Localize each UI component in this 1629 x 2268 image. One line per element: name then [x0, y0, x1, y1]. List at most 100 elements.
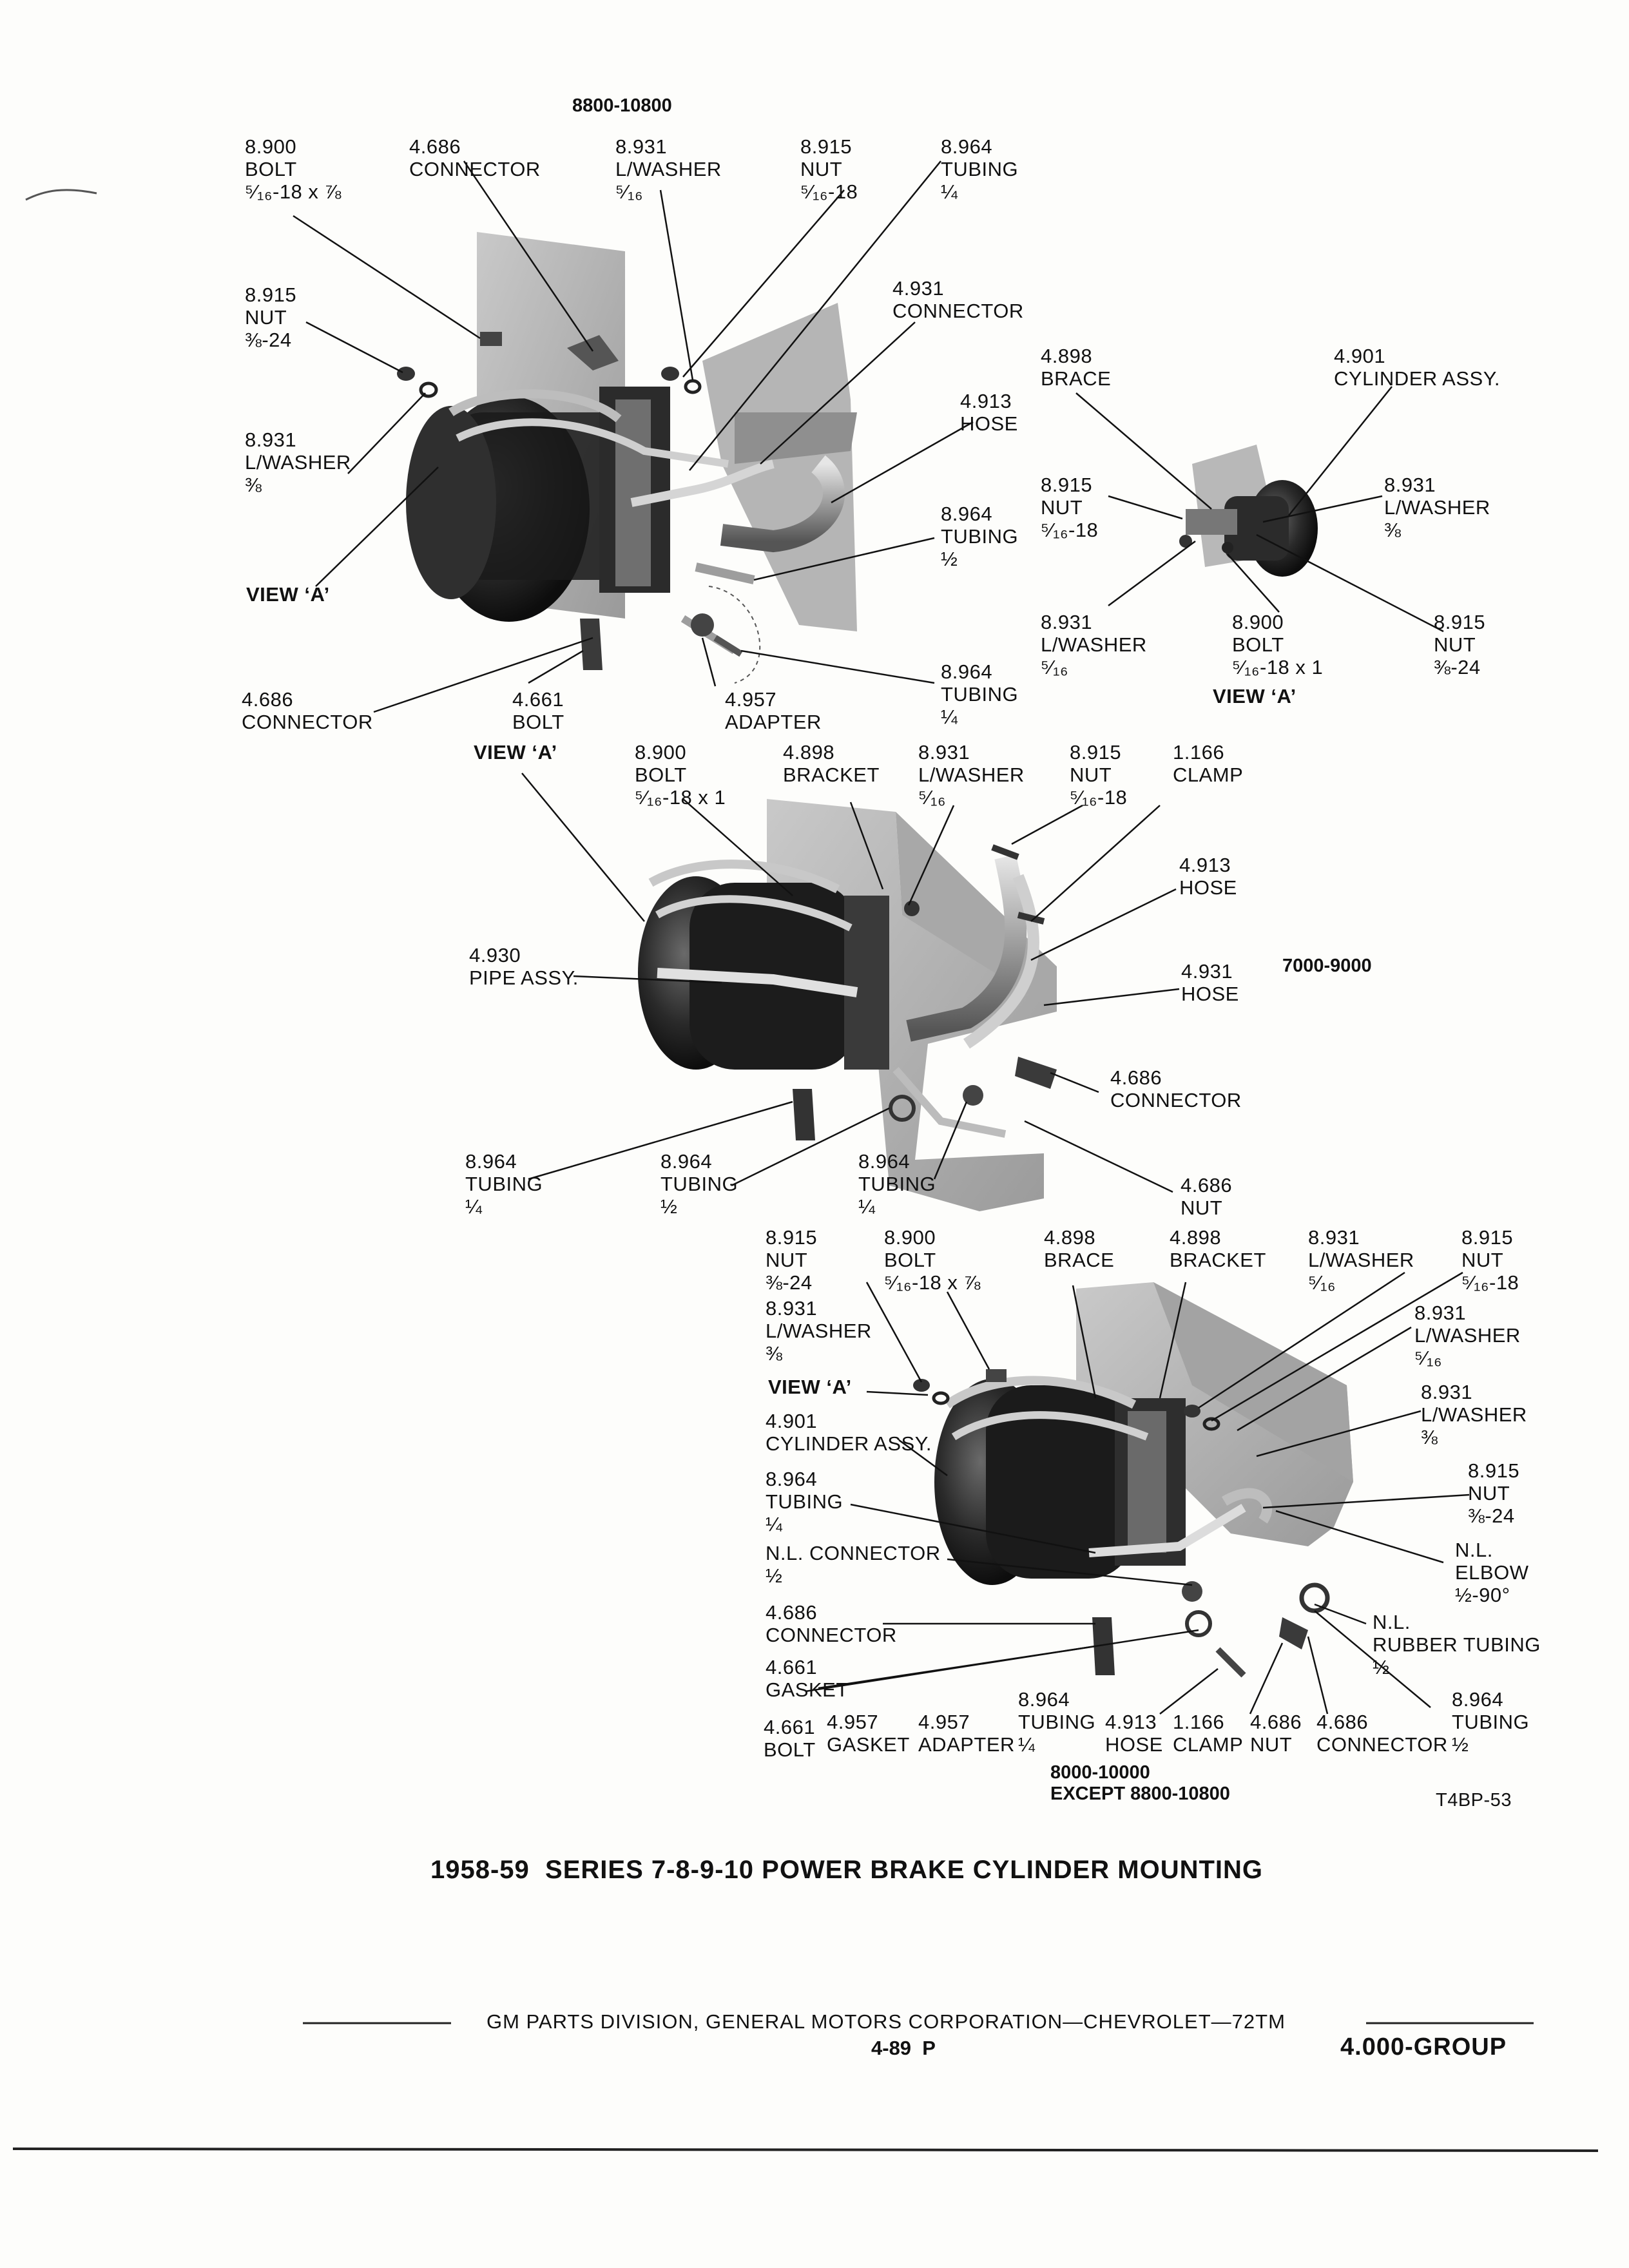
top-bottom-connector	[580, 619, 602, 670]
part-name: GASKET	[766, 1678, 849, 1701]
part-name: TUBING	[941, 525, 1019, 548]
part-name: NUT	[1181, 1196, 1223, 1219]
leader-lines	[293, 160, 1470, 1715]
part-number: 8.931	[1308, 1226, 1360, 1249]
part-number: 8.931	[1041, 611, 1093, 633]
part-name: BRACKET	[783, 764, 880, 786]
part-number: 4.686	[409, 135, 461, 158]
scan-mark-left	[25, 189, 97, 201]
part-size: ⅜-24	[1434, 656, 1481, 678]
part-number: 4.686	[242, 688, 294, 711]
top-bolt	[480, 332, 502, 346]
top-hose	[720, 455, 845, 553]
part-size: ¼	[858, 1195, 876, 1218]
page-number: 4-89 P	[871, 2037, 936, 2059]
part-number: 8.915	[1468, 1459, 1520, 1482]
part-number: 8.931	[245, 428, 297, 451]
page-title: 1958-59 SERIES 7-8-9-10 POWER BRAKE CYLI…	[430, 1856, 1264, 1884]
part-number: 8.964	[766, 1468, 818, 1490]
bottom-assembly	[913, 1282, 1353, 1678]
part-name: ADAPTER	[918, 1733, 1015, 1756]
part-number: 8.915	[800, 135, 853, 158]
part-number: 8.931	[615, 135, 668, 158]
part-name: BOLT	[512, 711, 564, 733]
bottom-bolt-part	[1092, 1617, 1115, 1675]
part-number: 8.900	[1232, 611, 1284, 633]
part-number: 8.964	[941, 660, 993, 683]
part-name: L/WASHER	[1384, 496, 1490, 519]
top-adapter-fitting	[713, 635, 743, 657]
part-number: 4.901	[766, 1410, 818, 1432]
bottom-fitting-1	[1182, 1581, 1202, 1602]
part-number: 4.686	[1250, 1711, 1302, 1733]
part-size: ⁵⁄₁₆-18	[1041, 519, 1099, 541]
part-name: HOSE	[1179, 876, 1237, 899]
middle-hose	[906, 854, 1027, 1042]
bottom-tube-c	[1088, 1503, 1246, 1557]
view-a-nut	[1179, 535, 1192, 548]
part-name: BOLT	[1232, 633, 1284, 656]
middle-model-label: 7000-9000	[1282, 956, 1372, 976]
middle-bottom-connector	[793, 1089, 815, 1140]
part-size: ⅜-24	[245, 329, 292, 351]
part-name: TUBING	[858, 1173, 936, 1195]
part-name: L/WASHER	[1414, 1324, 1521, 1347]
middle-bracket	[844, 896, 889, 1070]
part-size: ⅜-24	[1468, 1504, 1515, 1527]
part-number: 4.957	[725, 688, 777, 711]
part-number: 4.901	[1334, 345, 1386, 367]
part-number: N.L.	[1373, 1611, 1411, 1633]
top-bracket-face	[615, 399, 651, 586]
part-name: NUT	[1070, 764, 1112, 786]
part-number: 8.964	[941, 503, 993, 525]
part-number: 8.931	[1384, 474, 1436, 496]
part-name: NUT	[766, 1249, 808, 1271]
part-name: NUT	[1434, 633, 1476, 656]
part-size: ⁵⁄₁₆-18 x 1	[1232, 656, 1324, 678]
part-name: NUT	[800, 158, 843, 180]
part-number: 4.898	[1044, 1226, 1096, 1249]
part-size: ⁵⁄₁₆-18	[800, 180, 858, 203]
part-size: ⁵⁄₁₆	[615, 180, 643, 203]
part-name: TUBING	[941, 683, 1019, 706]
middle-nut-top	[904, 901, 920, 916]
top-nut	[397, 367, 415, 381]
part-number: 4.931	[892, 277, 945, 300]
part-number: 8.964	[660, 1150, 713, 1173]
part-name: L/WASHER	[766, 1320, 872, 1342]
view-reference: VIEW ‘A’	[768, 1376, 852, 1398]
top-tube-b	[456, 418, 729, 468]
part-number: 4.686	[1316, 1711, 1369, 1733]
part-name: TUBING	[660, 1173, 738, 1195]
part-size: ⁵⁄₁₆	[1041, 656, 1068, 678]
middle-tube-a	[648, 860, 840, 894]
middle-clamp-top	[991, 844, 1019, 860]
